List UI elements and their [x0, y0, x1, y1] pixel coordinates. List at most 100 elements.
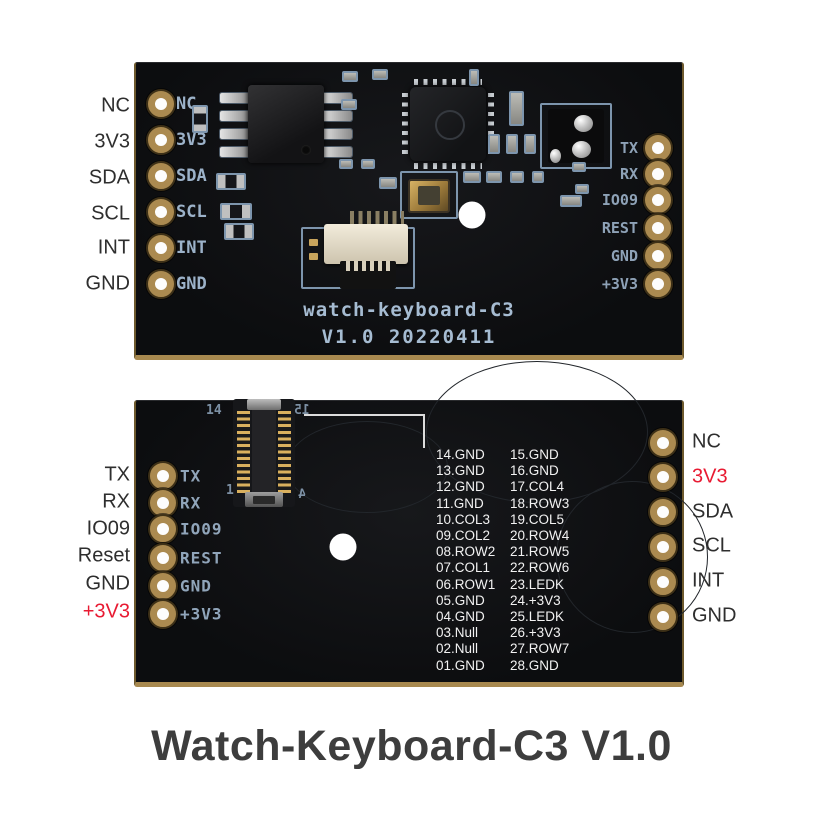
passive-component: [342, 71, 358, 82]
silk-pin-label: REST: [601, 219, 638, 237]
pin-table-cell: 15.GND: [510, 447, 559, 462]
leader-line: [423, 414, 425, 448]
pin-table-cell: 25.LEDK: [510, 609, 565, 625]
through-hole: [645, 243, 671, 269]
passive-component: [379, 177, 397, 189]
through-hole: [645, 187, 671, 213]
pin-label-nc: NC: [692, 430, 721, 453]
through-hole: [650, 430, 676, 456]
pin-label-3v3: 3V3: [94, 130, 130, 153]
pin-table-cell: 16.GND: [510, 463, 559, 479]
pin-label-sda: SDA: [88, 166, 130, 189]
jumper-pad: [224, 223, 254, 240]
soic-pin: [322, 111, 352, 121]
passive-component: [575, 184, 589, 194]
silk-pin-label: INT: [176, 238, 207, 258]
passive-component: [469, 69, 479, 86]
pin-table-cell: 22.ROW6: [510, 560, 570, 576]
soic-pin: [322, 129, 352, 139]
pin-table-cell: 20.ROW4: [510, 528, 570, 544]
pin-label-sda: SDA: [692, 500, 734, 523]
silk-pin-label: GND: [176, 274, 207, 294]
pin-table-cell: 01.GND: [436, 657, 485, 673]
pin-table-cell: 02.Null: [436, 641, 479, 657]
pin-table-cell: 03.Null: [436, 625, 479, 641]
soic-pin: [220, 129, 250, 139]
passive-component: [339, 159, 353, 169]
soic-pin: [220, 147, 250, 157]
leader-line: [304, 414, 424, 416]
silk-pin-label: SCL: [176, 202, 207, 222]
qfn-pads: [414, 79, 482, 85]
pcb-board-back: TX RX IO09 REST GND +3V3 14 15 1 4 14.GN…: [134, 361, 708, 687]
pin-label-scl: SCL: [692, 534, 731, 557]
pin-label-gnd: GND: [85, 272, 130, 295]
silk-pin-label: RX: [180, 493, 202, 513]
through-hole: [650, 604, 676, 630]
mcu-logo: [435, 110, 465, 140]
pin-table-cell: 18.ROW3: [510, 495, 570, 511]
pin-label-3v3: 3V3: [692, 465, 728, 488]
jumper-pad: [192, 105, 208, 133]
pin-table-cell: 09.COL2: [436, 528, 491, 544]
through-hole: [150, 490, 176, 516]
passive-component: [463, 171, 481, 183]
through-hole: [650, 569, 676, 595]
silk-pin-label: 3V3: [176, 130, 207, 150]
mounting-hole: [329, 533, 357, 561]
pin-table-cell: 05.GND: [436, 592, 485, 608]
connector-mark-14: 14: [206, 403, 222, 418]
through-hole: [645, 161, 671, 187]
connector-body: [252, 405, 276, 499]
passive-component: [486, 171, 502, 183]
silk-pin-label: TX: [180, 466, 202, 486]
pcb-trace: [426, 361, 648, 503]
through-hole: [645, 215, 671, 241]
connector-mark-1: 1: [226, 483, 234, 498]
pin-table-cell: 12.GND: [436, 479, 485, 495]
board-to-board-connector: [233, 399, 295, 507]
pin-table-cell: 08.ROW2: [436, 544, 496, 560]
passive-component: [488, 134, 500, 154]
silk-pin-label: RX: [619, 165, 638, 183]
silk-pin-label: TX: [619, 139, 638, 157]
passive-component: [341, 99, 357, 110]
qfn-pads: [414, 163, 482, 169]
silk-pin-label: IO09: [601, 191, 638, 209]
pin-label-gnd: GND: [692, 604, 737, 627]
connector-pins: [278, 411, 291, 493]
pin-label-plus3v3: +3V3: [82, 600, 130, 623]
silk-pin-label: REST: [180, 548, 223, 568]
crystal-core: [418, 186, 440, 205]
fpc-latch-teeth: [346, 261, 390, 271]
through-hole: [645, 271, 671, 297]
solder-pad: [309, 239, 318, 246]
silk-pin-label: IO09: [180, 519, 223, 539]
pin-table-cell: 27.ROW7: [510, 641, 570, 657]
through-hole: [148, 271, 174, 297]
qfn-pads: [402, 93, 408, 155]
pin-label-io09: IO09: [86, 517, 130, 540]
passive-component: [506, 134, 518, 154]
pin-label-reset: Reset: [77, 544, 130, 567]
product-title: Watch-Keyboard-C3 V1.0: [151, 722, 672, 770]
soic-pin: [220, 111, 250, 121]
passive-component: [532, 171, 544, 183]
silk-pin-label: SDA: [176, 166, 207, 186]
fpc-pins: [350, 211, 404, 225]
pin-table-cell: 21.ROW5: [510, 544, 570, 560]
passive-component: [372, 69, 388, 80]
through-hole: [148, 199, 174, 225]
silk-pin-label: GND: [180, 576, 212, 596]
pin-table-cell: 17.COL4: [510, 479, 565, 495]
pin-label-nc: NC: [101, 94, 130, 117]
passive-component: [361, 159, 375, 169]
pin-label-scl: SCL: [91, 202, 130, 225]
silk-pin-label: NC: [176, 94, 197, 114]
soic8-chip: [248, 85, 324, 163]
soic-pin: [220, 93, 250, 103]
through-hole: [650, 534, 676, 560]
through-hole: [645, 135, 671, 161]
pin-table-cell: 06.ROW1: [436, 576, 496, 592]
